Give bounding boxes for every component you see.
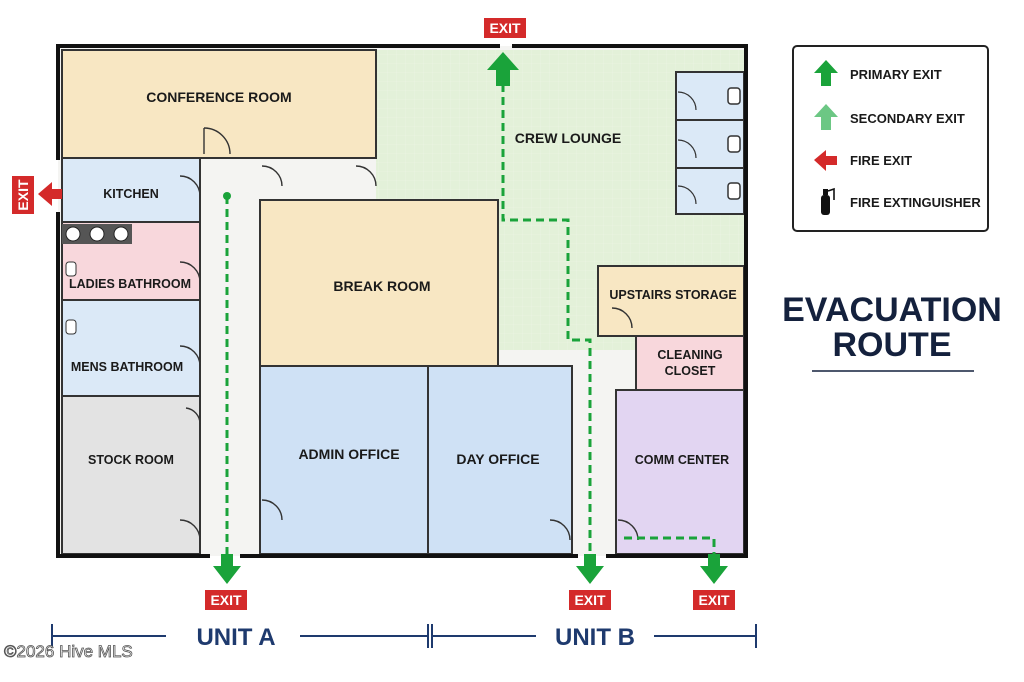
exit-sign-label: EXIT bbox=[574, 592, 606, 608]
label-ladies-bathroom: LADIES BATHROOM bbox=[69, 277, 191, 291]
label-break-room: BREAK ROOM bbox=[333, 278, 430, 294]
title-line-2: ROUTE bbox=[833, 326, 952, 364]
legend-fire-extinguisher: FIRE EXTINGUISHER bbox=[850, 195, 981, 210]
fire-extinguisher-icon bbox=[821, 187, 835, 215]
label-conference-room: CONFERENCE ROOM bbox=[146, 89, 291, 105]
secondary-exit-icon bbox=[814, 104, 838, 130]
label-mens-bathroom: MENS BATHROOM bbox=[71, 360, 183, 374]
primary-exit-arrow-top bbox=[487, 52, 519, 86]
fire-exit-arrow-left bbox=[38, 182, 62, 206]
legend-secondary-exit: SECONDARY EXIT bbox=[850, 111, 965, 126]
exit-sign-left: EXIT bbox=[12, 176, 34, 214]
legend: PRIMARY EXIT SECONDARY EXIT FIRE EXIT FI… bbox=[792, 45, 989, 232]
label-crew-lounge: CREW LOUNGE bbox=[515, 130, 622, 146]
legend-primary-exit: PRIMARY EXIT bbox=[850, 67, 942, 82]
exit-sign-label: EXIT bbox=[698, 592, 730, 608]
primary-exit-arrow-unit-b bbox=[576, 554, 604, 584]
sink-fixtures bbox=[62, 224, 132, 335]
exit-sign-comm: EXIT bbox=[693, 590, 735, 610]
fire-exit-icon bbox=[814, 150, 837, 171]
exit-sign-top: EXIT bbox=[484, 18, 526, 38]
room-conference bbox=[61, 49, 377, 159]
outer-walls bbox=[56, 44, 748, 558]
route-start-dot bbox=[223, 192, 231, 200]
label-unit-a: UNIT A bbox=[196, 624, 275, 651]
label-admin-office: ADMIN OFFICE bbox=[298, 446, 399, 462]
room-upstairs-storage bbox=[597, 265, 745, 337]
label-day-office: DAY OFFICE bbox=[456, 451, 539, 467]
room-day-office bbox=[427, 365, 573, 555]
room-comm-center bbox=[615, 389, 745, 555]
room-cleaning-closet bbox=[635, 335, 745, 391]
room-mens-bathroom bbox=[61, 299, 201, 397]
label-cleaning-closet-line2: CLOSET bbox=[665, 364, 716, 378]
exit-sign-label: EXIT bbox=[210, 592, 242, 608]
exit-sign-unit-b: EXIT bbox=[569, 590, 611, 610]
evacuation-routes bbox=[225, 84, 716, 560]
label-cleaning-closet-line1: CLEANING bbox=[657, 348, 722, 362]
label-comm-center: COMM CENTER bbox=[635, 453, 729, 467]
exit-sign-unit-a: EXIT bbox=[205, 590, 247, 610]
restroom-stalls bbox=[675, 71, 745, 215]
exit-sign-label: EXIT bbox=[15, 179, 31, 211]
exit-sign-label: EXIT bbox=[489, 20, 521, 36]
room-stock-room bbox=[61, 395, 201, 555]
door-swings bbox=[179, 127, 639, 541]
primary-exit-arrow-unit-a bbox=[213, 554, 241, 584]
primary-exit-arrow-comm bbox=[700, 554, 728, 584]
label-upstairs-storage: UPSTAIRS STORAGE bbox=[609, 288, 736, 302]
primary-exit-icon bbox=[814, 60, 838, 86]
label-unit-b: UNIT B bbox=[555, 624, 635, 651]
title-line-1: EVACUATION bbox=[782, 291, 1002, 329]
label-kitchen: KITCHEN bbox=[103, 187, 159, 201]
legend-fire-exit: FIRE EXIT bbox=[850, 153, 912, 168]
watermark: ©2026 Hive MLS bbox=[4, 642, 133, 661]
label-stock-room: STOCK ROOM bbox=[88, 453, 174, 467]
unit-dimension-line bbox=[51, 624, 757, 648]
